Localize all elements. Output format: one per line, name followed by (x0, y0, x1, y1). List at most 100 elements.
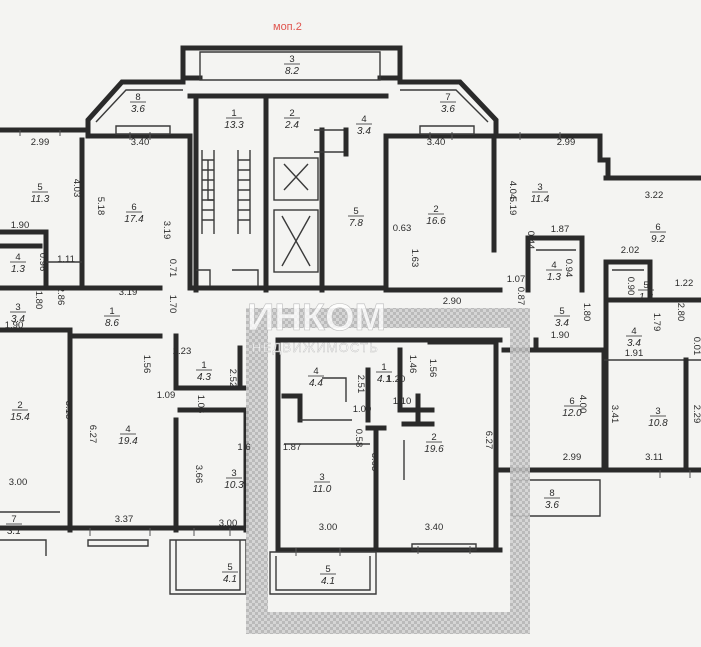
dimension-label: 3.00 (319, 522, 338, 533)
dimension-label: 1.87 (551, 224, 570, 235)
dimension-label: 1.90 (11, 220, 30, 231)
room-number: 3 (319, 472, 324, 483)
room-label-mid-3: 310.3 (224, 468, 244, 491)
dimension-label: 1.80 (33, 291, 44, 310)
dimension-label: 3.19 (119, 287, 138, 298)
room-number: 4 (361, 114, 366, 125)
dimension-label: 3.19 (161, 221, 172, 240)
room-area: 1.3 (11, 264, 25, 275)
room-label-rr-6: 612.0 (562, 396, 582, 419)
room-label-mid-1: 14.3 (196, 360, 212, 383)
dimension-label: 2.29 (691, 405, 701, 424)
floor-label: моп.2 (273, 21, 302, 33)
room-number: 4 (125, 424, 130, 435)
dimension-label: 1.6 (237, 442, 250, 453)
dimension-label: 1.20 (387, 374, 406, 385)
watermark-subtitle: НЕДВИЖИМОСТЬ (252, 340, 379, 355)
dimension-label: 0.58 (353, 429, 364, 448)
dimension-label: 3.00 (219, 518, 238, 529)
room-label-stair-1: 113.3 (224, 108, 244, 131)
room-label-far-5a: 51.3 (638, 280, 654, 303)
room-area: 9.2 (651, 234, 665, 245)
room-area: 4.1 (321, 576, 335, 587)
room-number: 1 (109, 306, 114, 317)
dimension-label: 2.52 (227, 369, 238, 388)
dimension-label: 3.22 (645, 190, 664, 201)
room-number: 1 (231, 108, 236, 119)
room-number: 4 (631, 326, 636, 337)
room-area: 8.2 (285, 66, 299, 77)
room-label-top-7: 73.6 (440, 92, 456, 115)
room-number: 8 (135, 92, 140, 103)
room-area: 3.6 (441, 104, 455, 115)
room-area: 11.4 (531, 194, 550, 205)
room-label-bal-8: 83.6 (544, 488, 560, 511)
dimension-label: 0.87 (515, 287, 526, 306)
dimension-label: 0.94 (563, 259, 574, 278)
room-label-sel-3: 311.0 (313, 472, 332, 495)
room-area: 7.8 (349, 218, 363, 229)
room-label-stair-2: 22.4 (284, 108, 300, 131)
room-area: 4.3 (197, 372, 211, 383)
exterior-walls (0, 45, 701, 595)
dimension-label: 3.40 (427, 137, 446, 148)
dimension-label: 2.80 (675, 303, 686, 322)
dimension-label: 1.09 (157, 390, 176, 401)
dimension-label: 4.00 (577, 395, 588, 414)
dimension-label: 4.03 (71, 179, 82, 198)
dimension-label: 1.87 (283, 442, 302, 453)
room-number: 8 (549, 488, 554, 499)
room-label-sel-2: 219.6 (424, 432, 444, 455)
room-label-far-3: 310.8 (648, 406, 668, 429)
dimension-label: 5.19 (507, 197, 518, 216)
room-area: 15.4 (10, 412, 30, 423)
dimension-label: 1.90 (551, 330, 570, 341)
room-number: 6 (131, 202, 136, 213)
dimension-label: 5.18 (95, 197, 106, 216)
room-number: 4 (313, 366, 318, 377)
room-label-ll-4: 419.4 (118, 424, 138, 447)
room-area: 11.3 (31, 194, 50, 205)
room-label-left-4a: 41.3 (10, 252, 26, 275)
room-area: 19.6 (424, 444, 444, 455)
room-number: 6 (569, 396, 574, 407)
room-area: 13.3 (224, 120, 244, 131)
dimension-label: 6.27 (87, 425, 98, 444)
room-label-sel-4: 44.4 (308, 366, 324, 389)
dimension-label: 1.80 (581, 303, 592, 322)
dimension-label: 2.51 (355, 375, 366, 394)
room-number: 1 (201, 360, 206, 371)
dimension-label: 3.40 (131, 137, 150, 148)
room-number: 5 (353, 206, 358, 217)
room-number: 3 (289, 54, 294, 65)
room-number: 5 (325, 564, 330, 575)
watermark: ИНКОМ НЕДВИЖИМОСТЬ (247, 297, 387, 356)
dimension-label: 0.01 (691, 337, 701, 356)
room-label-right-4a: 41.3 (546, 260, 562, 283)
room-number: 1 (381, 362, 386, 373)
dimension-label: 3.37 (115, 514, 134, 525)
room-area: 19.4 (118, 436, 138, 447)
room-label-sel-1: 14.1 (376, 362, 392, 385)
room-area: 1.3 (639, 292, 653, 303)
room-label-left-1a: 18.6 (104, 306, 120, 329)
room-area: 17.4 (124, 214, 144, 225)
dimension-label: 3.00 (9, 477, 28, 488)
room-area: 3.4 (627, 338, 641, 349)
room-area: 2.4 (284, 120, 299, 131)
dimension-label: 2.90 (443, 296, 462, 307)
room-number: 4 (551, 260, 556, 271)
dimension-label: 1.46 (407, 355, 418, 374)
room-area: 4.1 (223, 574, 237, 585)
room-area: 12.0 (562, 408, 582, 419)
room-label-right-5a: 53.4 (554, 306, 570, 329)
room-area: 16.6 (426, 216, 446, 227)
room-label-bal-5a: 54.1 (222, 562, 238, 585)
dimension-label: 1.06 (195, 395, 206, 414)
dimension-label: 1.00 (353, 404, 372, 415)
dimension-label: 6.27 (483, 431, 494, 450)
room-number: 3 (15, 302, 20, 313)
dimension-label: 1.91 (625, 348, 644, 359)
room-label-ll-7: 73.1 (6, 514, 22, 537)
dimension-label: 1.10 (393, 396, 412, 407)
